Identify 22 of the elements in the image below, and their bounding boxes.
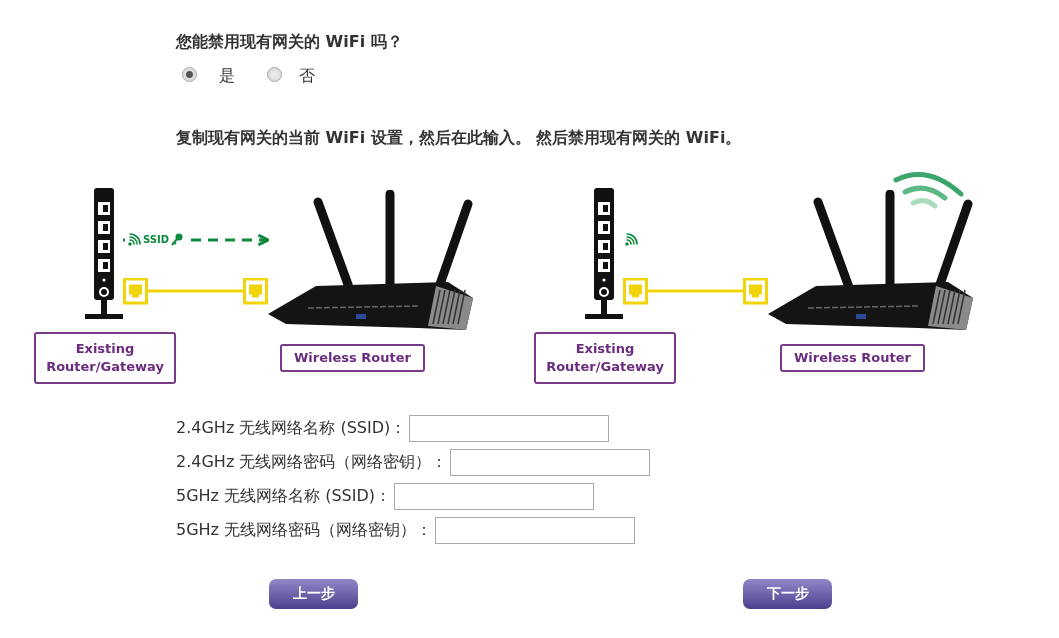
- ethernet-cable: [623, 277, 768, 305]
- arrow: [123, 233, 270, 247]
- back-button: 上一步: [269, 579, 358, 609]
- field-label: 2.4GHz 无线网络名称 (SSID)：: [176, 418, 407, 439]
- device-label: Existing Router/Gateway: [545, 340, 665, 376]
- device-label: Wireless Router: [294, 349, 411, 367]
- field-label: 5GHz 无线网络密码（网络密钥）：: [176, 520, 433, 541]
- device-label: Wireless Router: [794, 349, 911, 367]
- label-box: [280, 344, 425, 372]
- label-box: [34, 332, 176, 384]
- ethernet-cable: [123, 277, 268, 305]
- next-button: 下一步: [743, 579, 832, 609]
- question-heading: 您能禁用现有网关的 WiFi 吗？: [176, 32, 403, 53]
- edge-label: SSID: [143, 234, 169, 245]
- field-label: 5GHz 无线网络名称 (SSID)：: [176, 486, 391, 507]
- label-box: [534, 332, 676, 384]
- device-label: Existing Router/Gateway: [45, 340, 165, 376]
- radio-label: 是: [219, 66, 235, 87]
- radio-label: 否: [299, 66, 315, 87]
- field-label: 2.4GHz 无线网络密码（网络密钥）：: [176, 452, 448, 473]
- label-box: [780, 344, 925, 372]
- instruction-text: 复制现有网关的当前 WiFi 设置，然后在此输入。 然后禁用现有网关的 WiFi。: [176, 128, 742, 149]
